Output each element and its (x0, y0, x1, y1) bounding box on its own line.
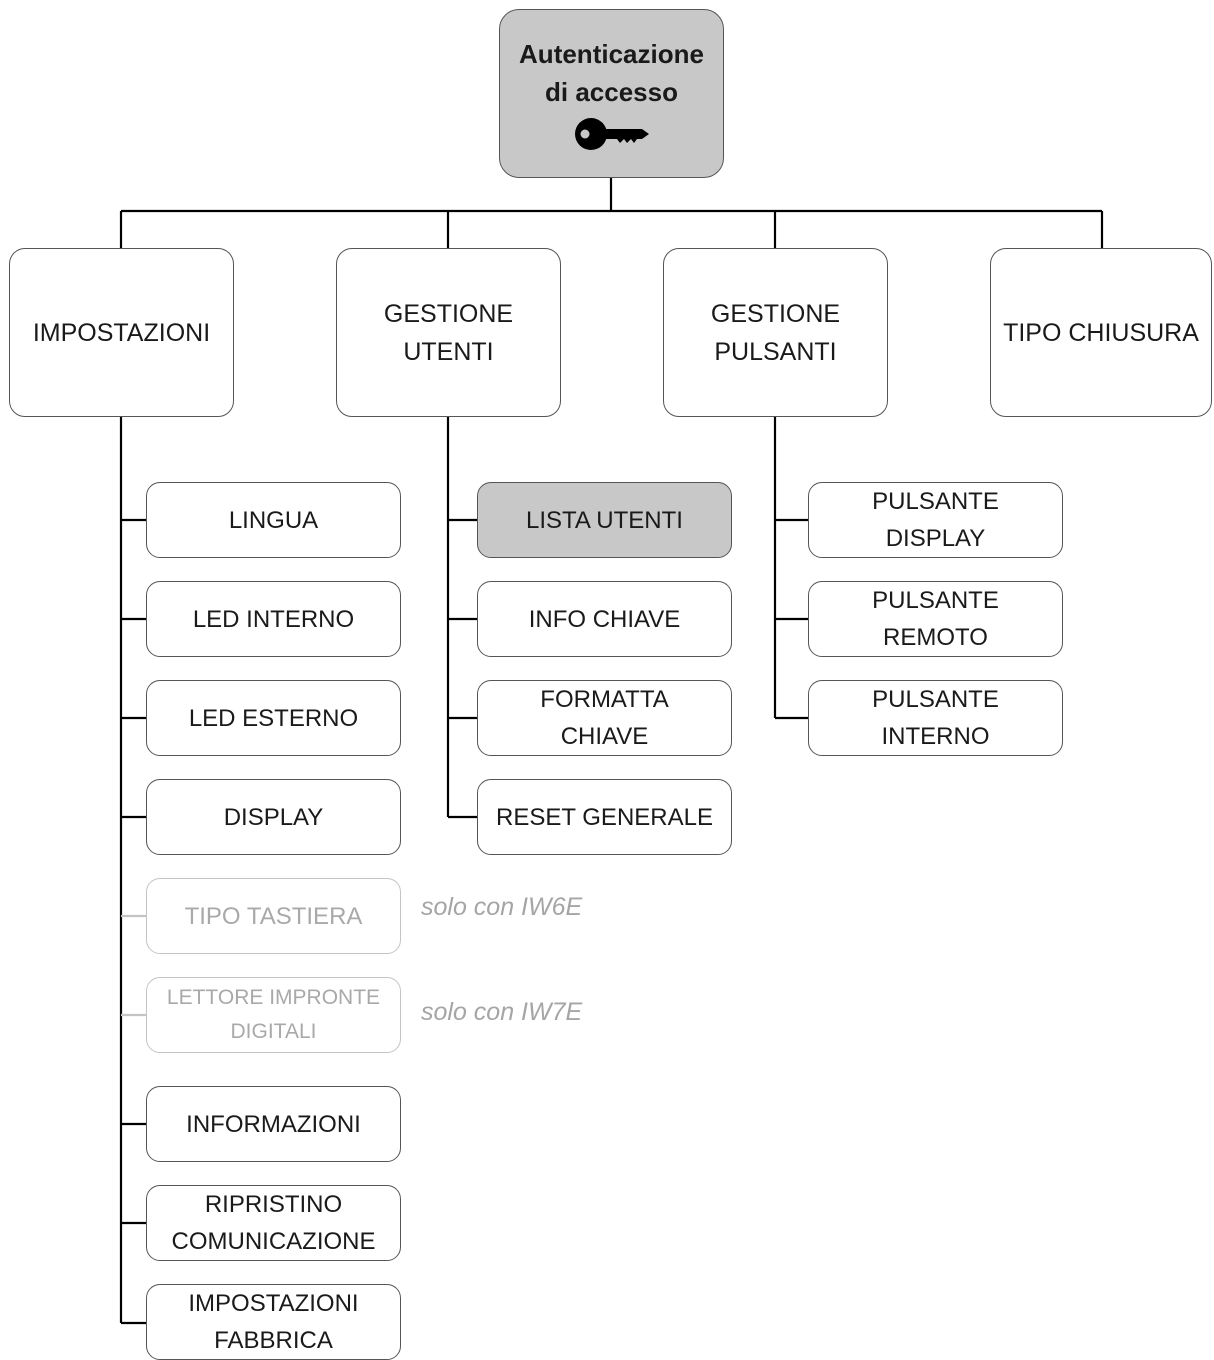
item-label: DISPLAY (223, 803, 324, 831)
category-impostazioni[interactable]: IMPOSTAZIONI (9, 248, 234, 417)
item-lingua[interactable]: LINGUA (146, 482, 401, 558)
item-impostazioni-fabbrica[interactable]: IMPOSTAZIONI FABBRICA (146, 1284, 401, 1360)
item-label: INFORMAZIONI (186, 1110, 361, 1138)
item-reset-generale[interactable]: RESET GENERALE (477, 779, 732, 855)
item-led-interno[interactable]: LED INTERNO (146, 581, 401, 657)
note-iw6e: solo con IW6E (421, 893, 583, 921)
category-tipo-chiusura[interactable]: TIPO CHIUSURA (990, 248, 1212, 417)
category-gestione-utenti[interactable]: GESTIONE UTENTI (336, 248, 561, 417)
item-label: LINGUA (228, 506, 319, 534)
item-label: PULSANTE INTERNO (872, 686, 999, 750)
item-label: INFO CHIAVE (528, 605, 681, 633)
item-label: PULSANTE DISPLAY (872, 488, 999, 552)
category-label: GESTIONE UTENTI (383, 299, 514, 366)
item-lista-utenti[interactable]: LISTA UTENTI (477, 482, 732, 558)
item-pulsante-remoto[interactable]: PULSANTE REMOTO (808, 581, 1063, 657)
category-label: IMPOSTAZIONI (32, 318, 211, 347)
item-label: RESET GENERALE (496, 803, 713, 831)
item-label: LED ESTERNO (188, 704, 359, 732)
item-label: RIPRISTINO COMUNICAZIONE (171, 1191, 376, 1255)
root-node-access-authentication[interactable]: Autenticazione di accesso (499, 9, 724, 178)
item-label: LETTORE IMPRONTE DIGITALI (166, 986, 381, 1043)
item-pulsante-display[interactable]: PULSANTE DISPLAY (808, 482, 1063, 558)
item-ripristino-comunicazione[interactable]: RIPRISTINO COMUNICAZIONE (146, 1185, 401, 1261)
item-info-chiave[interactable]: INFO CHIAVE (477, 581, 732, 657)
item-pulsante-interno[interactable]: PULSANTE INTERNO (808, 680, 1063, 756)
root-title: Autenticazione di accesso (519, 38, 704, 107)
key-icon (574, 117, 649, 150)
item-label: LED INTERNO (192, 605, 355, 633)
item-informazioni[interactable]: INFORMAZIONI (146, 1086, 401, 1162)
item-label: IMPOSTAZIONI FABBRICA (188, 1290, 359, 1354)
category-gestione-pulsanti[interactable]: GESTIONE PULSANTI (663, 248, 888, 417)
item-display[interactable]: DISPLAY (146, 779, 401, 855)
note-iw7e: solo con IW7E (421, 998, 583, 1026)
item-led-esterno[interactable]: LED ESTERNO (146, 680, 401, 756)
category-label: TIPO CHIUSURA (1003, 318, 1199, 347)
category-label: GESTIONE PULSANTI (710, 299, 841, 366)
item-label: PULSANTE REMOTO (872, 587, 999, 651)
item-lettore-impronte-digitali[interactable]: LETTORE IMPRONTE DIGITALI (146, 977, 401, 1053)
item-formatta-chiave[interactable]: FORMATTA CHIAVE (477, 680, 732, 756)
item-label: TIPO TASTIERA (184, 902, 363, 930)
item-label: FORMATTA CHIAVE (540, 686, 669, 750)
item-tipo-tastiera[interactable]: TIPO TASTIERA (146, 878, 401, 954)
item-label: LISTA UTENTI (526, 506, 683, 534)
